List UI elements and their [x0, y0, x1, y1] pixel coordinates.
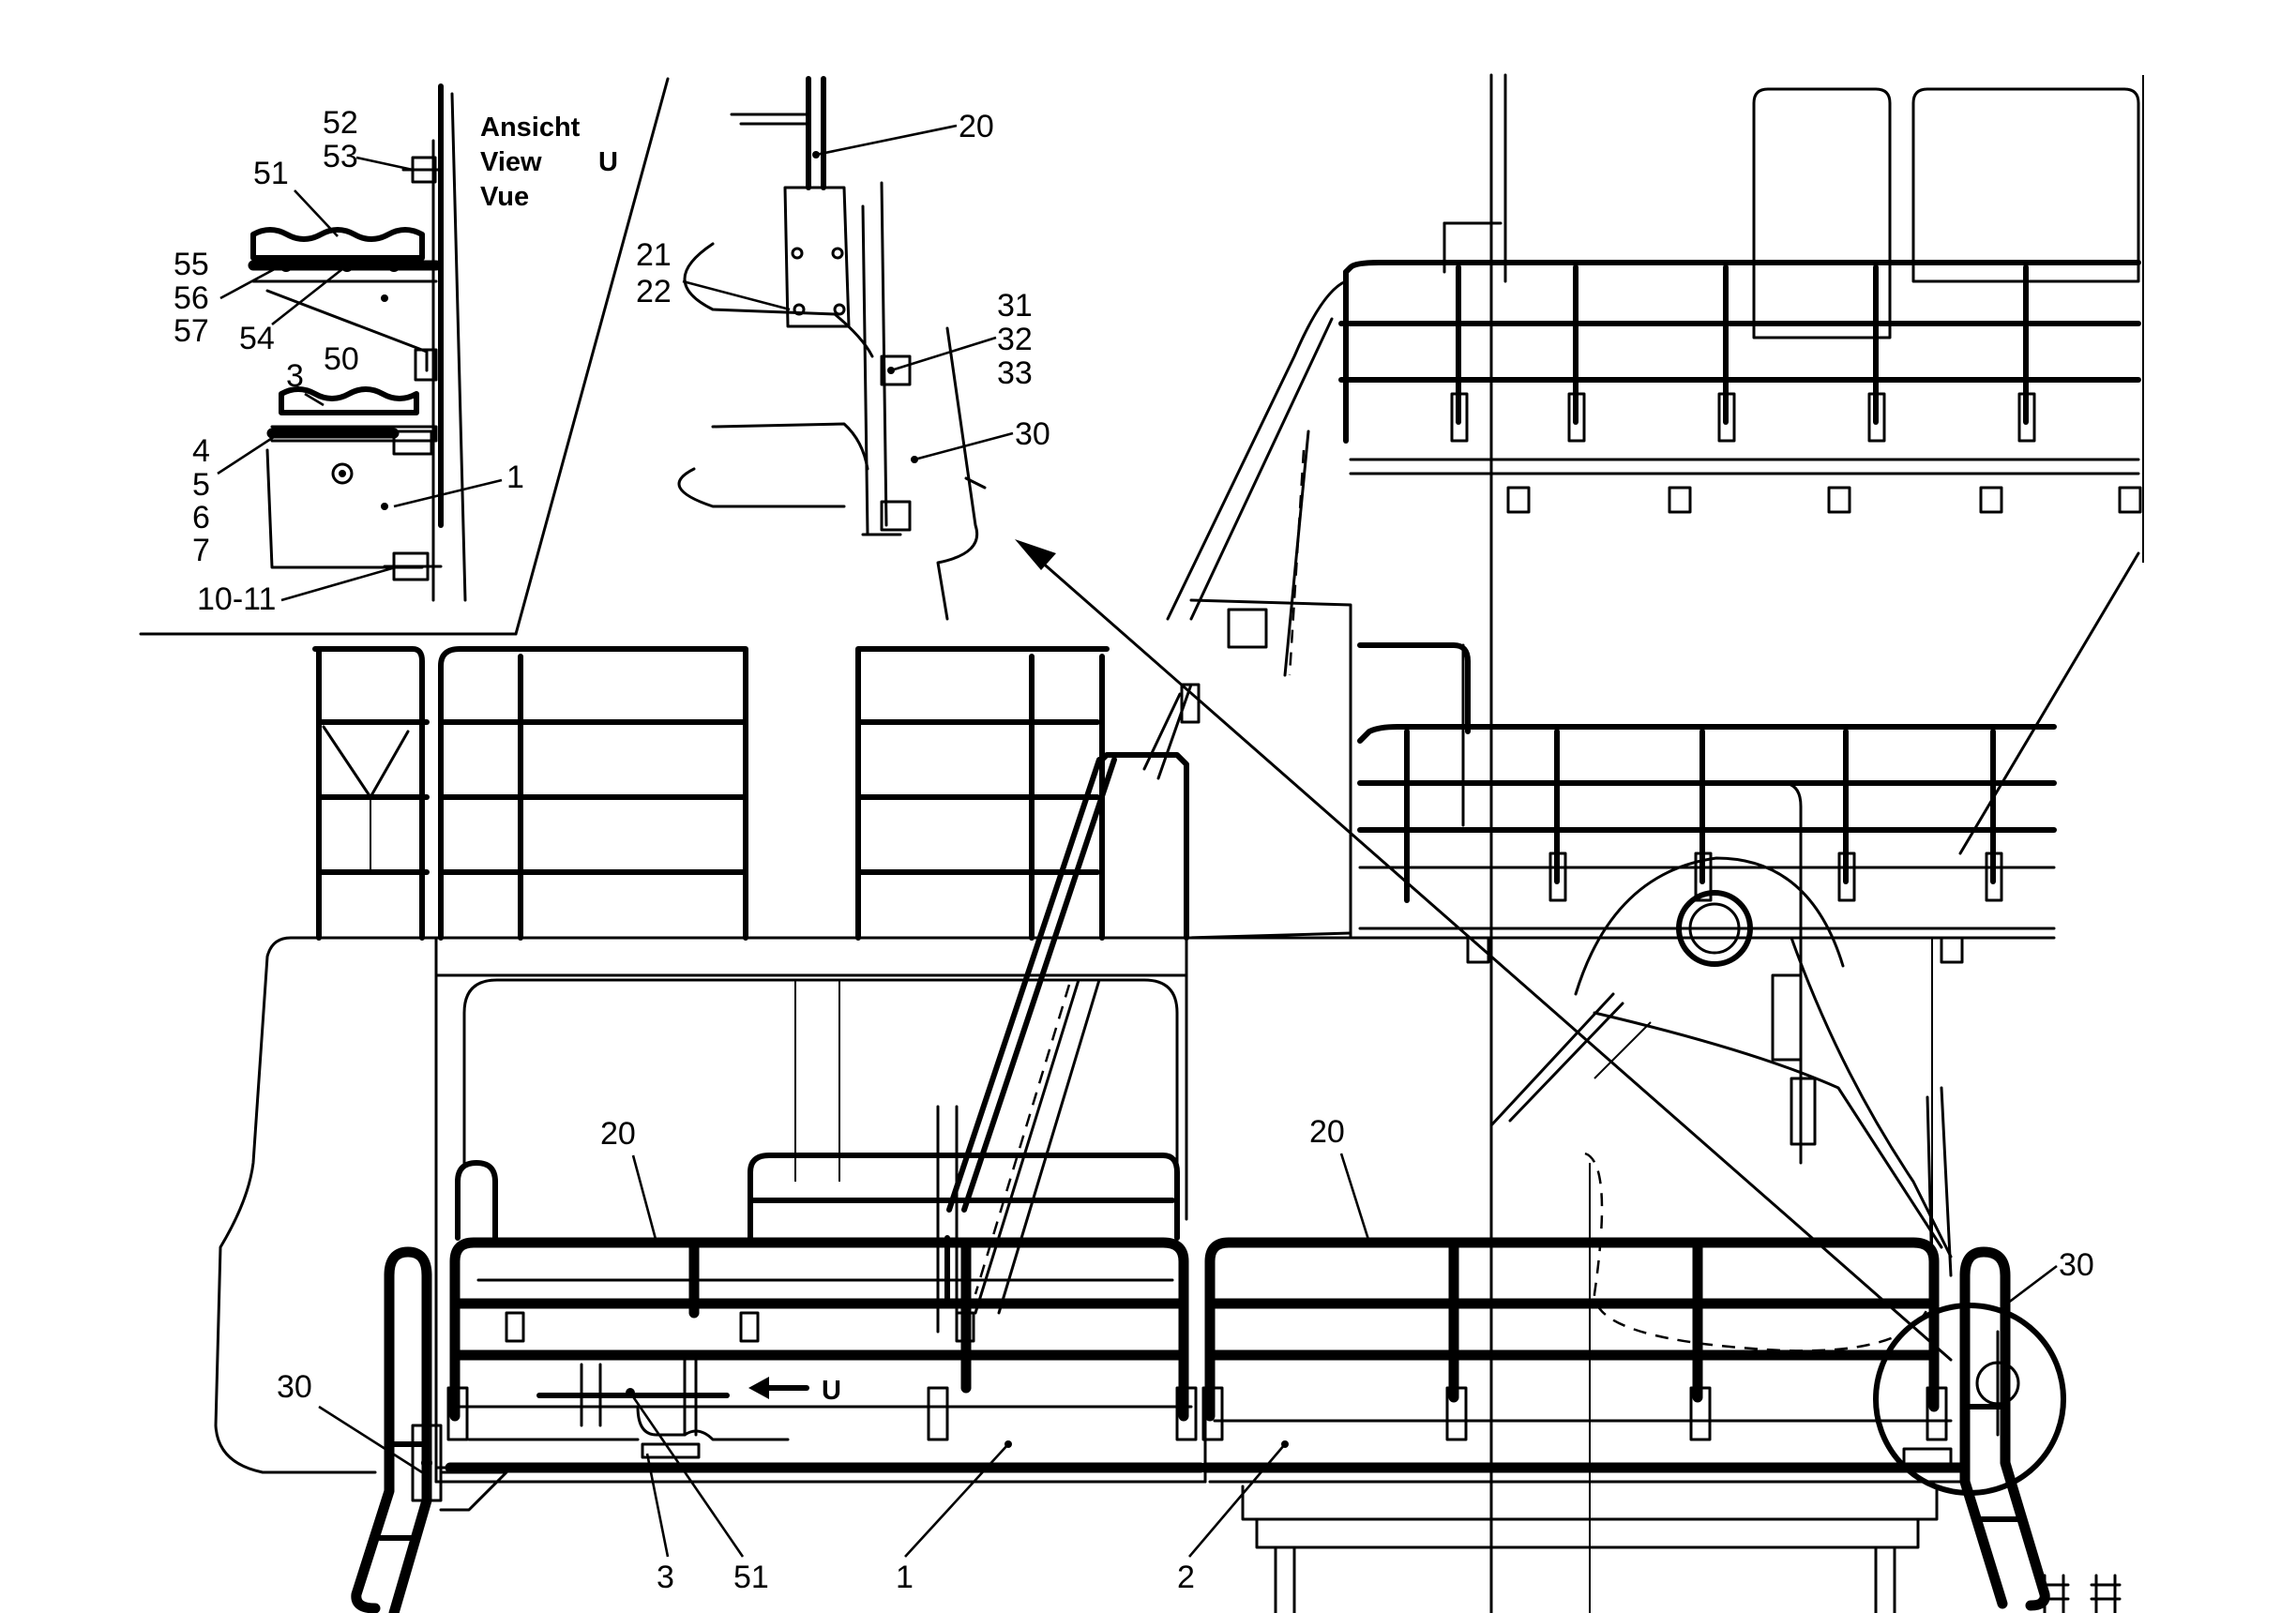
callout-31: 31: [997, 288, 1033, 324]
callout-30-left: 30: [277, 1369, 312, 1405]
lower-body-outline: [214, 931, 2122, 1613]
callout-20-detail: 20: [959, 109, 994, 144]
middle-platform-structure: [1349, 636, 2057, 1352]
front-railing-right: [1200, 1237, 1966, 1484]
callout-21: 21: [636, 237, 672, 273]
callout-6: 6: [192, 500, 210, 535]
view-header-line2: View: [480, 147, 542, 177]
callout-20-left: 20: [600, 1116, 636, 1152]
arrow-u-label: U: [822, 1376, 841, 1406]
view-header-line3: Vue: [480, 182, 529, 212]
view-header-line1: Ansicht: [480, 113, 581, 143]
callout-30-right: 30: [2059, 1247, 2094, 1283]
callout-51-main: 51: [733, 1560, 769, 1595]
left-upper-railing: [312, 646, 752, 941]
callout-50: 50: [324, 341, 359, 377]
callout-5: 5: [192, 467, 210, 503]
callout-1-main: 1: [896, 1560, 914, 1595]
callout-55: 55: [174, 247, 209, 282]
callout-20-right: 20: [1309, 1114, 1345, 1150]
callout-51: 51: [253, 156, 289, 191]
callout-32: 32: [997, 322, 1033, 357]
callout-33: 33: [997, 355, 1033, 391]
callout-4: 4: [192, 433, 210, 469]
callout-54: 54: [239, 321, 275, 356]
detail-bracket: 20 21 22 31 32 33 30: [636, 76, 1050, 621]
callout-3-main: 3: [657, 1560, 674, 1595]
ladder-left: [351, 1246, 508, 1613]
view-direction-arrow: [1015, 539, 1953, 1362]
callout-2-main: 2: [1177, 1560, 1195, 1595]
front-railing-left: U: [445, 1105, 1206, 1473]
callout-52: 52: [323, 105, 358, 141]
callout-56: 56: [174, 280, 209, 316]
ladder-right: [1873, 1246, 2066, 1611]
detail-view-u: Ansicht View U Vue 52 53 51 55 56 57 54 …: [139, 77, 670, 636]
upper-rail-posts: [1343, 264, 2036, 444]
callout-10-11: 10-11: [197, 581, 276, 617]
callout-53: 53: [323, 139, 358, 174]
callout-7: 7: [192, 533, 210, 568]
callout-3: 3: [286, 358, 304, 394]
center-railing-stair: [855, 646, 1201, 1315]
callout-57: 57: [174, 313, 209, 349]
middle-rail-posts: [1404, 729, 2003, 903]
callout-30-detail: 30: [1015, 416, 1050, 452]
callout-1: 1: [506, 460, 524, 495]
main-callouts: 20 20 30 30 3 51 1 2: [277, 1114, 2094, 1595]
view-header-letter: U: [598, 147, 618, 177]
callout-22: 22: [636, 274, 672, 309]
